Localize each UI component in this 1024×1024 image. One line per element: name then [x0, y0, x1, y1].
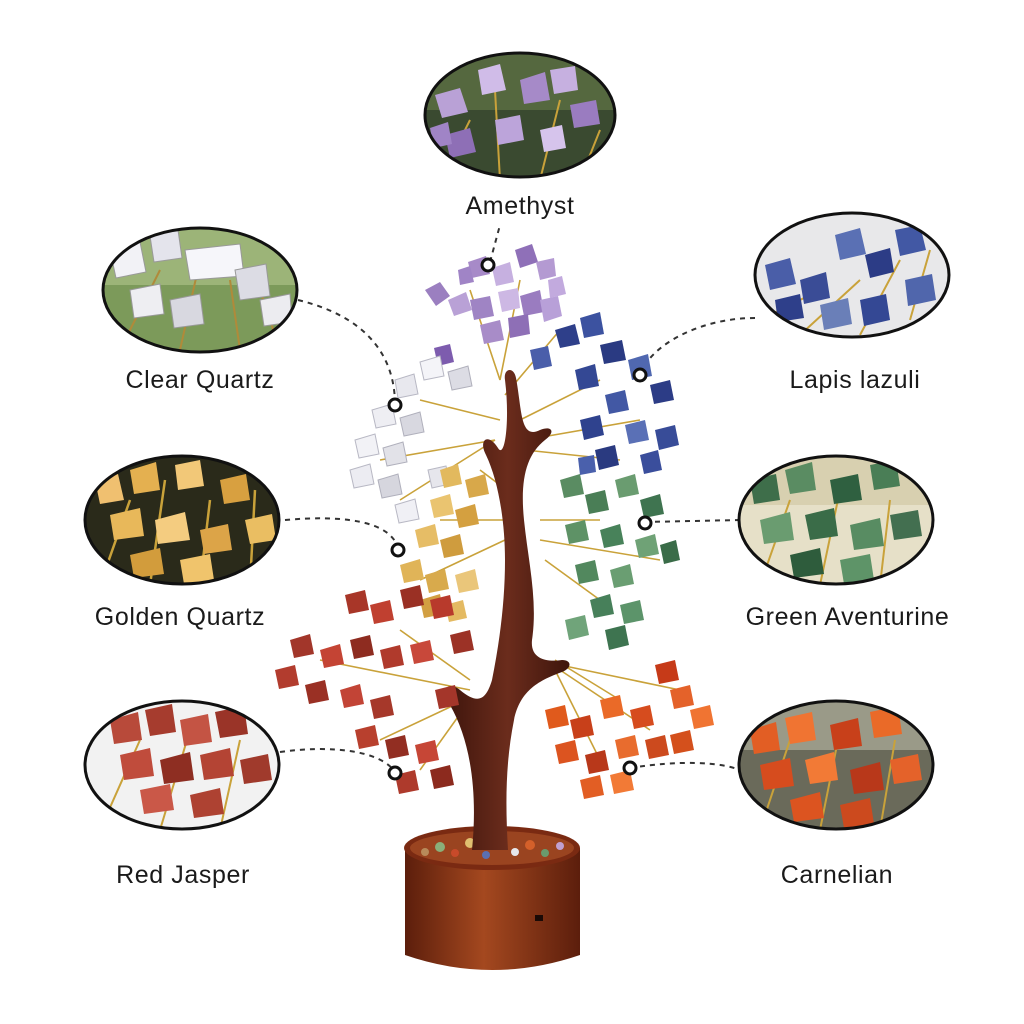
- green-aventurine-dot: [637, 515, 653, 531]
- golden-quartz-dot: [390, 542, 406, 558]
- red-jasper-dot: [387, 765, 403, 781]
- amethyst-dot: [480, 257, 496, 273]
- carnelian-closeup: [737, 699, 935, 831]
- clear-quartz-label: Clear Quartz: [125, 366, 275, 394]
- connector-dots: [387, 257, 653, 781]
- carnelian-dot: [622, 760, 638, 776]
- clear-quartz-closeup: [101, 226, 299, 354]
- amethyst-closeup: [423, 51, 617, 179]
- red-jasper-connector: [279, 748, 396, 773]
- lapis-lazuli-cluster: [530, 312, 679, 475]
- clear-quartz-connector: [297, 299, 396, 406]
- lapis-lazuli-closeup: [753, 211, 951, 339]
- lapis-lazuli-label: Lapis lazuli: [789, 366, 921, 394]
- golden-quartz-connector: [284, 517, 399, 549]
- amethyst-connector: [489, 224, 501, 263]
- base-chips: [421, 838, 564, 859]
- carnelian-label: Carnelian: [780, 861, 894, 889]
- green-aventurine-connector: [644, 519, 741, 523]
- red-jasper-cluster: [275, 585, 474, 794]
- green-aventurine-closeup: [737, 454, 935, 586]
- amethyst-cluster: [425, 244, 566, 366]
- amethyst-label: Amethyst: [465, 192, 575, 220]
- tree-trunk: [445, 369, 570, 850]
- clear-quartz-cluster: [349, 355, 473, 524]
- carnelian-cluster: [545, 660, 714, 799]
- red-jasper-label: Red Jasper: [116, 861, 250, 889]
- lapis-connector: [639, 317, 756, 376]
- red-jasper-closeup: [83, 699, 281, 831]
- golden-quartz-closeup: [83, 454, 281, 586]
- clear-quartz-dot: [387, 397, 403, 413]
- green-aventurine-cluster: [560, 474, 680, 650]
- green-aventurine-label: Green Aventurine: [745, 603, 950, 631]
- tree-base: [404, 826, 580, 970]
- carnelian-connector: [629, 761, 741, 771]
- golden-quartz-label: Golden Quartz: [94, 603, 266, 631]
- lapis-dot: [632, 367, 648, 383]
